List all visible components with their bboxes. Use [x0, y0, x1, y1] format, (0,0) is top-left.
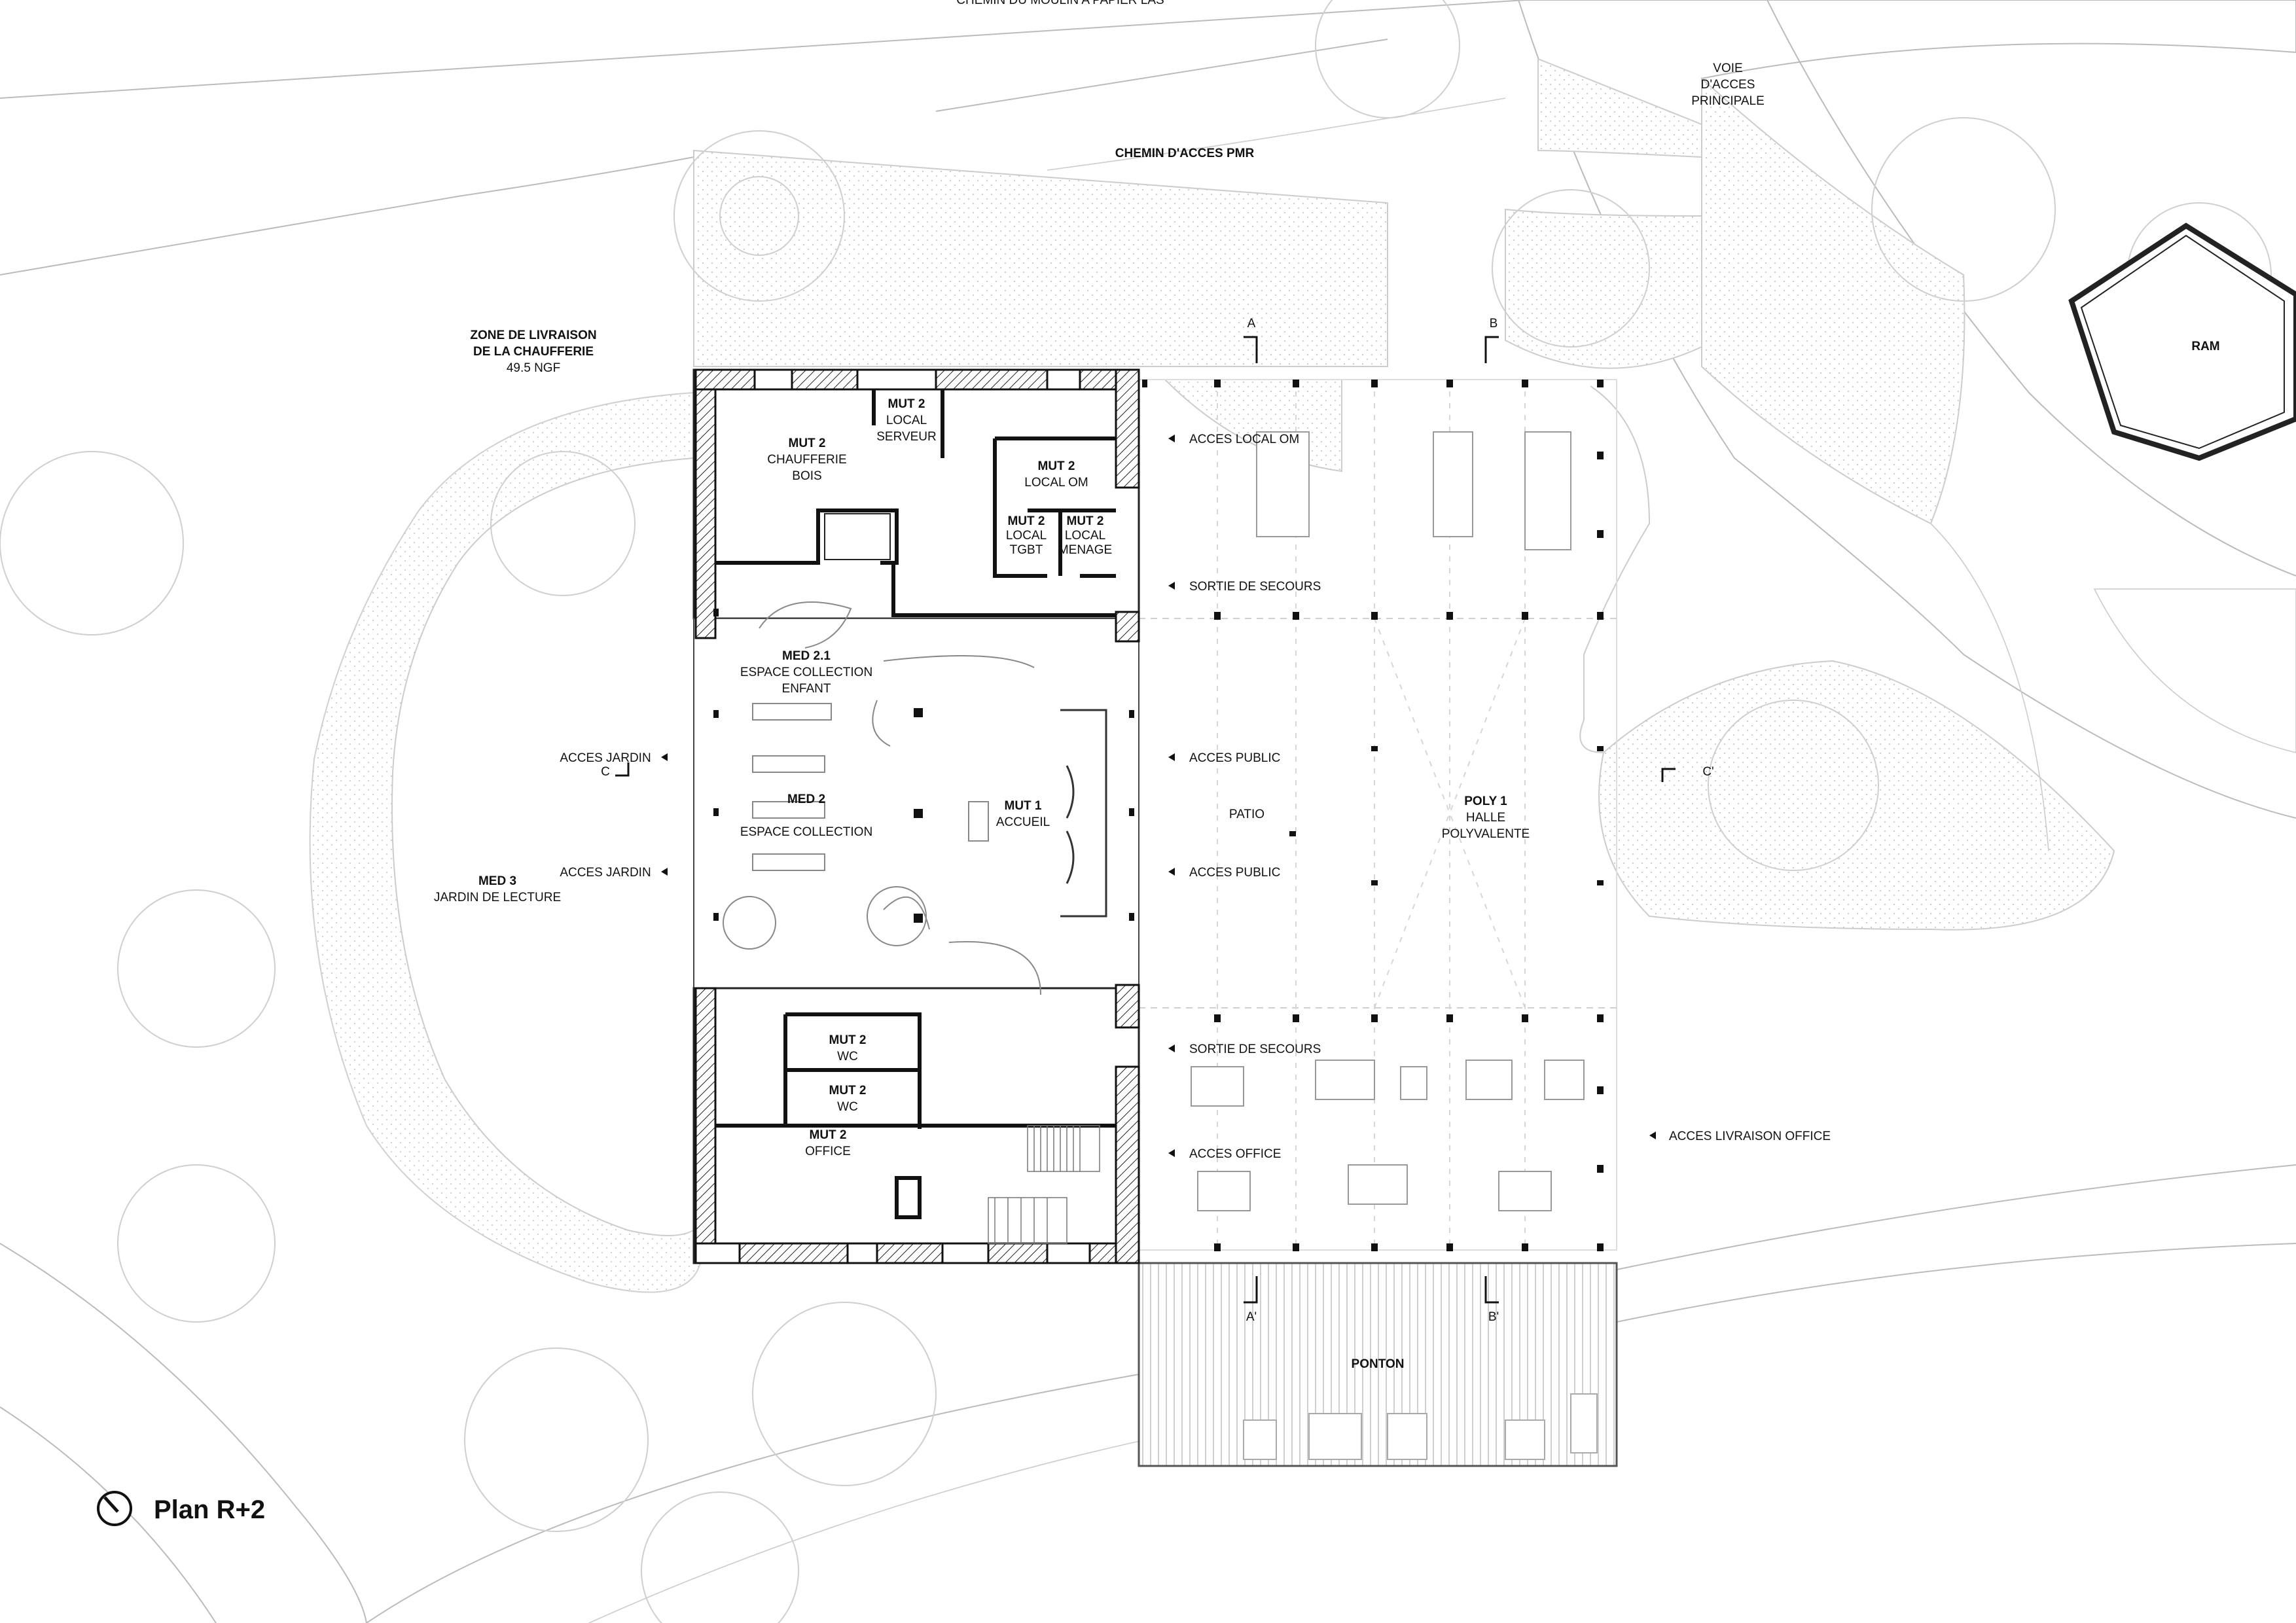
voie-acces-line3: PRINCIPALE	[1691, 94, 1765, 108]
zone-livraison-line2: DE LA CHAUFFERIE	[473, 345, 594, 359]
menage-line2: LOCAL	[1065, 529, 1105, 543]
section-c-prime: C'	[1702, 765, 1713, 779]
section-a: A	[1247, 317, 1256, 330]
med21-line3: ENFANT	[782, 682, 831, 696]
med21-line2: ESPACE COLLECTION	[740, 666, 872, 679]
serveur-line1: MUT 2	[888, 397, 925, 411]
tgbt-line1: MUT 2	[1008, 514, 1045, 528]
main-building	[692, 368, 1604, 1264]
office-line2: OFFICE	[805, 1145, 851, 1158]
poly1-line3: POLYVALENTE	[1442, 827, 1530, 841]
tgbt-line2: LOCAL	[1006, 529, 1047, 543]
med2-line2: ESPACE COLLECTION	[740, 825, 872, 839]
ram-building	[2068, 223, 2296, 461]
section-a-prime: A'	[1246, 1310, 1257, 1324]
top-road-label: CHEMIN DU MOULIN A PAPIER LAS	[956, 0, 1164, 7]
tgbt-line3: TGBT	[1010, 543, 1043, 557]
patio-label: PATIO	[1229, 808, 1265, 821]
med3-line2: JARDIN DE LECTURE	[434, 891, 561, 904]
labels: CHEMIN DU MOULIN A PAPIER LAS VOIE D'ACC…	[154, 0, 2220, 1524]
chemin-pmr-label: CHEMIN D'ACCES PMR	[1115, 147, 1255, 160]
access-arrows	[661, 435, 1656, 1157]
ponton	[1138, 1262, 1618, 1467]
acces-public-2: ACCES PUBLIC	[1189, 866, 1280, 880]
med3-line1: MED 3	[478, 874, 516, 888]
voie-acces-line1: VOIE	[1713, 62, 1742, 75]
wc1-line2: WC	[837, 1050, 858, 1063]
wc1-line1: MUT 2	[829, 1033, 867, 1047]
med2-line1: MED 2	[787, 793, 825, 806]
chaufferie-line3: BOIS	[792, 469, 821, 483]
med21-line1: MED 2.1	[782, 649, 831, 663]
serveur-line2: LOCAL	[886, 414, 927, 427]
acces-public-1: ACCES PUBLIC	[1189, 751, 1280, 765]
zone-livraison-line3: 49.5 NGF	[507, 361, 560, 375]
serveur-line3: SERVEUR	[876, 430, 937, 444]
ram-label: RAM	[2191, 340, 2219, 353]
sortie-secours-top: SORTIE DE SECOURS	[1189, 580, 1321, 594]
voie-acces-line2: D'ACCES	[1701, 78, 1755, 92]
section-markers	[615, 336, 1676, 1304]
menage-line1: MUT 2	[1067, 514, 1104, 528]
wc2-line1: MUT 2	[829, 1084, 867, 1097]
chaufferie-line2: CHAUFFERIE	[767, 453, 846, 467]
acces-jardin-2: ACCES JARDIN	[560, 866, 651, 880]
sortie-secours-bottom: SORTIE DE SECOURS	[1189, 1043, 1321, 1056]
chaufferie-line1: MUT 2	[789, 437, 826, 450]
local-om-line1: MUT 2	[1038, 459, 1075, 473]
poly1-line1: POLY 1	[1464, 794, 1507, 808]
ponton-label: PONTON	[1352, 1357, 1405, 1371]
wc2-line2: WC	[837, 1100, 858, 1114]
acces-livraison-office: ACCES LIVRAISON OFFICE	[1669, 1130, 1831, 1143]
acces-local-om: ACCES LOCAL OM	[1189, 433, 1299, 446]
plan-title: Plan R+2	[154, 1495, 265, 1524]
office-line1: MUT 2	[810, 1128, 847, 1142]
poly1-line2: HALLE	[1466, 811, 1505, 825]
north-arrow-icon	[97, 1491, 132, 1526]
section-b-prime: B'	[1488, 1310, 1499, 1324]
menage-line3: MENAGE	[1058, 543, 1112, 557]
section-b: B	[1490, 317, 1498, 330]
mut1-line1: MUT 1	[1005, 799, 1042, 813]
acces-office: ACCES OFFICE	[1189, 1147, 1281, 1161]
section-c: C	[601, 765, 610, 779]
acces-jardin-1: ACCES JARDIN	[560, 751, 651, 765]
local-om-line2: LOCAL OM	[1024, 476, 1088, 490]
zone-livraison-line1: ZONE DE LIVRAISON	[470, 329, 596, 342]
mut1-line2: ACCUEIL	[996, 815, 1050, 829]
